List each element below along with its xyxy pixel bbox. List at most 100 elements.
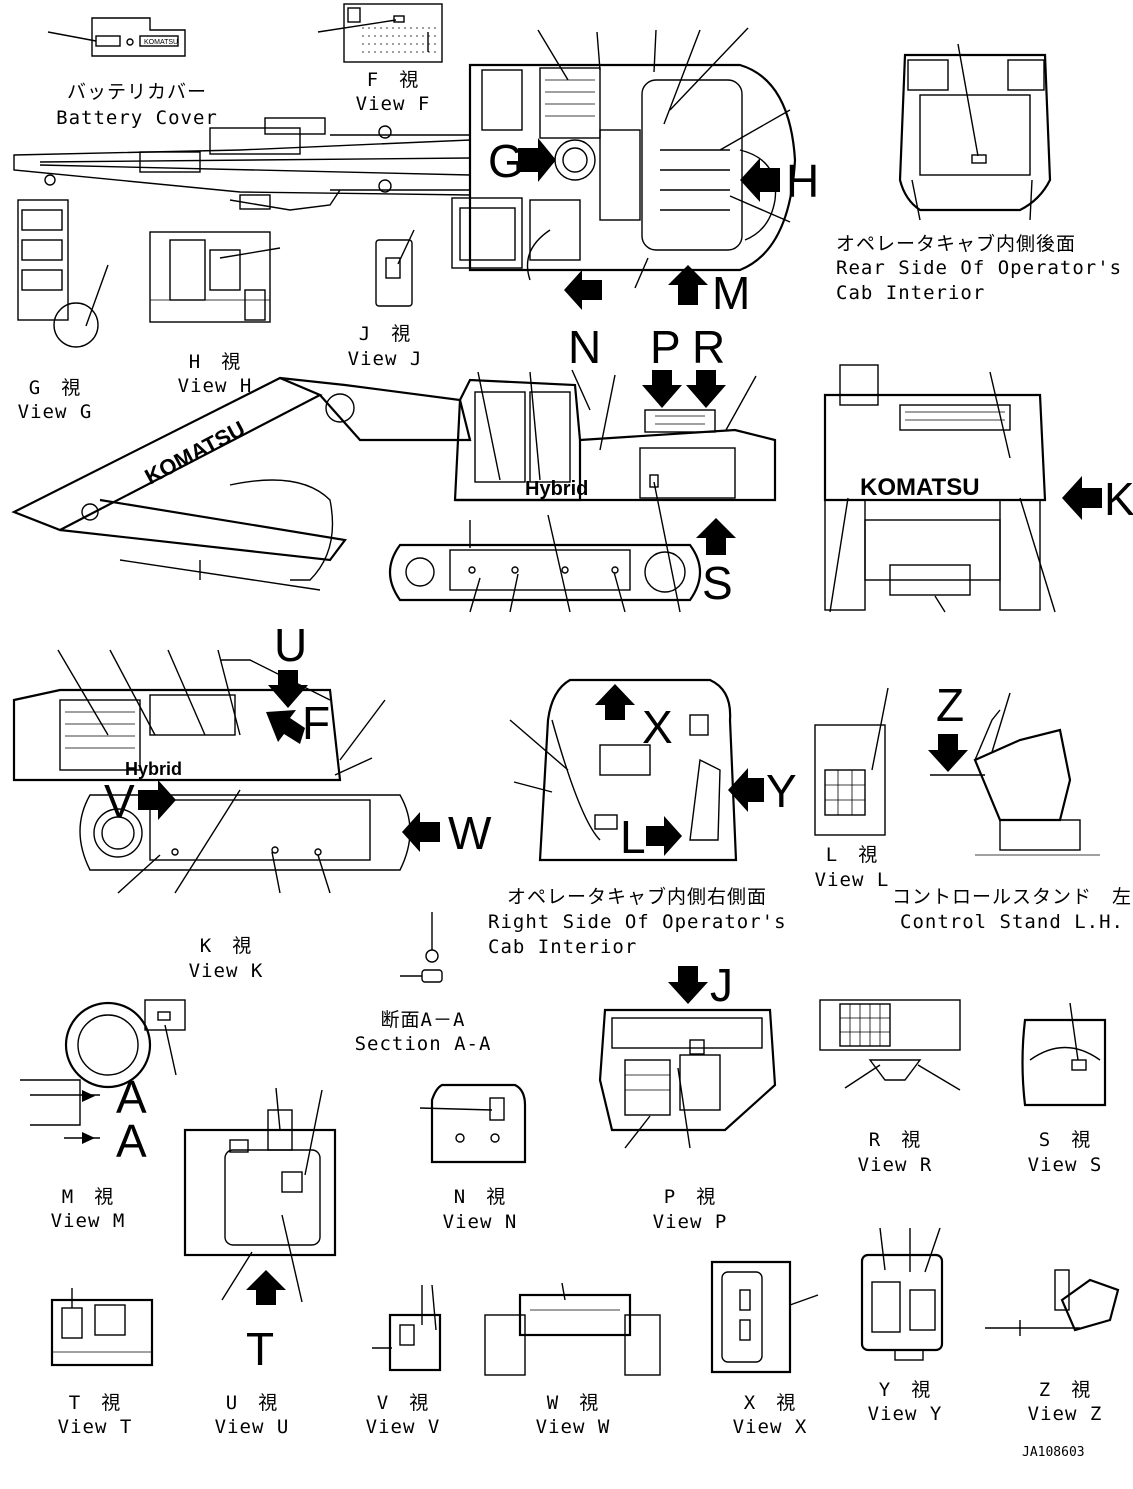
arrow-l	[646, 816, 682, 856]
view-l-label-en: View L	[814, 869, 890, 891]
view-r-label-jp: R 視	[868, 1129, 922, 1151]
view-l-drawing	[814, 687, 889, 836]
letter-w: W	[448, 807, 492, 859]
letter-u: U	[274, 619, 308, 671]
letter-h: H	[786, 155, 820, 207]
arrow-k	[1062, 476, 1102, 520]
arrow-w	[402, 812, 440, 852]
right-cab-label-en1: Right Side Of Operator's	[488, 911, 787, 933]
arrow-u	[268, 670, 308, 708]
view-s-drawing	[1021, 1002, 1107, 1107]
left-model-text: Hybrid	[125, 759, 182, 779]
view-r-label-en: View R	[857, 1154, 933, 1176]
view-l-label-jp: L 視	[825, 844, 879, 866]
letter-s: S	[702, 557, 733, 609]
section-aa-label-en: Section A-A	[354, 1033, 492, 1055]
view-f-drawing	[317, 3, 443, 63]
view-j-label-en: View J	[347, 348, 423, 370]
view-t-label-jp: T 視	[68, 1392, 122, 1414]
view-v-label-jp: V 視	[376, 1392, 430, 1414]
arrow-g	[518, 138, 556, 182]
view-m-drawing	[20, 999, 186, 1139]
rear-brand-text: KOMATSU	[860, 474, 980, 501]
control-stand-label-en: Control Stand L.H.	[900, 911, 1124, 933]
view-m-label-jp: M 視	[61, 1186, 115, 1208]
view-z-label-jp: Z 視	[1038, 1379, 1092, 1401]
view-u-drawing	[183, 1087, 337, 1303]
arrow-x	[595, 684, 635, 720]
letter-a2: A	[116, 1115, 147, 1167]
left-side-view: Hybrid	[12, 649, 411, 894]
view-y-label-en: View Y	[867, 1403, 943, 1425]
letter-v: V	[104, 775, 135, 827]
view-k-label-jp: K 視	[199, 935, 253, 957]
letter-x: X	[642, 701, 673, 753]
arrow-m	[668, 265, 708, 305]
letter-l: L	[620, 811, 646, 863]
view-j-label-jp: J 視	[358, 323, 412, 345]
arrow-v	[138, 780, 176, 820]
arrow-r	[686, 370, 726, 408]
arrow-s	[696, 518, 736, 555]
arrow-h	[740, 158, 780, 202]
arrow-f	[266, 710, 305, 744]
view-v-label-en: View V	[365, 1416, 441, 1438]
battery-cover-drawing: KOMATSU	[47, 17, 186, 57]
arrow-t	[246, 1270, 286, 1305]
view-arrows	[82, 138, 1102, 1305]
arrow-z	[928, 734, 968, 772]
letter-r: R	[692, 321, 726, 373]
view-u-label-jp: U 視	[225, 1392, 279, 1414]
view-r-drawing	[819, 999, 961, 1091]
letter-z: Z	[936, 679, 965, 731]
view-z-drawing	[985, 1269, 1120, 1336]
view-w-drawing	[484, 1282, 661, 1376]
letter-g: G	[488, 135, 524, 187]
letter-n: N	[568, 321, 602, 373]
view-z-label-en: View Z	[1027, 1403, 1103, 1425]
control-stand-label-jp: コントロールスタンド 左	[891, 886, 1133, 908]
view-h-drawing	[149, 231, 281, 323]
view-k-drawing: KOMATSU	[823, 364, 1056, 613]
drawing-code: JA108603	[1022, 1445, 1085, 1460]
right-cab-label-en2: Cab Interior	[488, 936, 638, 958]
section-aa-drawing	[400, 912, 443, 983]
view-f-label-en: View F	[355, 93, 431, 115]
battery-cover-label-en: Battery Cover	[56, 107, 218, 129]
view-n-drawing	[419, 1083, 527, 1164]
view-x-drawing	[710, 1260, 819, 1374]
view-w-label-jp: W 視	[546, 1392, 600, 1414]
view-g-drawing	[17, 199, 109, 348]
rear-cab-label-en2: Cab Interior	[836, 282, 986, 304]
view-s-label-en: View S	[1027, 1154, 1103, 1176]
view-p-drawing	[598, 1008, 777, 1149]
view-v-drawing	[372, 1284, 442, 1372]
letter-y: Y	[766, 765, 797, 817]
letter-f: F	[302, 697, 331, 749]
view-y-drawing	[860, 1227, 944, 1361]
arrow-y	[728, 768, 764, 812]
view-p-label-en: View P	[652, 1211, 728, 1233]
view-g-label-jp: G 視	[28, 377, 82, 399]
cover-brand-text: KOMATSU	[144, 39, 178, 46]
letter-k: K	[1104, 473, 1133, 525]
view-x-label-jp: X 視	[743, 1392, 797, 1414]
battery-cover-label-jp: バッテリカバー	[66, 81, 208, 103]
view-w-label-en: View W	[535, 1416, 611, 1438]
top-plan-view	[13, 27, 797, 289]
right-cab-label-jp: オペレータキャブ内側右側面	[506, 886, 768, 908]
arm-brand-text: KOMATSU	[141, 416, 250, 490]
letter-j: J	[710, 959, 733, 1011]
view-t-label-en: View T	[57, 1416, 133, 1438]
view-m-label-en: View M	[50, 1210, 126, 1232]
view-h-label-en: View H	[177, 375, 253, 397]
arrow-j	[668, 966, 708, 1004]
view-p-label-jp: P 視	[663, 1186, 717, 1208]
view-k-label-en: View K	[188, 960, 264, 982]
view-u-label-en: View U	[214, 1416, 290, 1438]
view-y-label-jp: Y 視	[878, 1379, 932, 1401]
view-j-drawing	[375, 229, 415, 307]
arrow-a1	[82, 1090, 95, 1102]
